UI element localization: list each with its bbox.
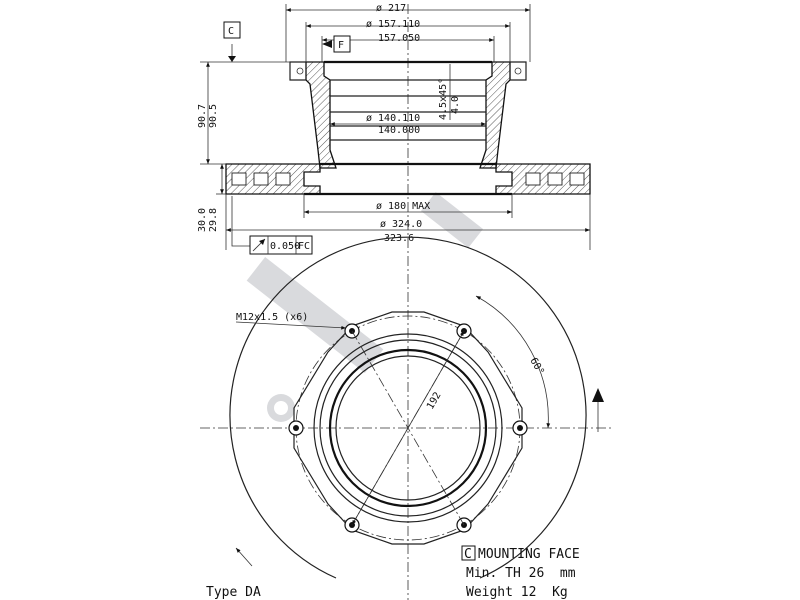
height-min: 90.5 <box>208 104 219 128</box>
dia-disc-max: ø 324.0 <box>380 219 422 230</box>
min-thickness: Min. TH 26 mm <box>466 566 576 581</box>
dia-disc-min: 323.6 <box>384 233 414 244</box>
height-max: 90.7 <box>197 104 208 128</box>
angle: 60° <box>527 356 546 377</box>
rotation-arrow <box>592 388 604 402</box>
notes: C MOUNTING FACE Min. TH 26 mm Weight 12 … <box>206 545 580 600</box>
chamfer: 4.5x45° <box>438 78 449 120</box>
chamfer-depth: 4.0 <box>450 96 461 114</box>
hat-wall-left <box>305 61 337 169</box>
thickness-min: 29.8 <box>208 208 219 232</box>
bolt-spec: M12x1.5 (x6) <box>236 312 308 323</box>
disc-left <box>225 163 321 195</box>
dia-bore-max: ø 140.110 <box>366 113 420 124</box>
mounting-face: MOUNTING FACE <box>478 547 580 562</box>
watermark <box>246 192 484 422</box>
datum-c: C <box>228 26 234 37</box>
dia-pilot-min: 157.050 <box>378 33 420 44</box>
datum-c-box <box>223 21 241 39</box>
dia-vent: ø 180 MAX <box>376 201 430 212</box>
disc-outline <box>229 236 587 579</box>
mounting-face-box: C <box>464 547 472 562</box>
dia-bore-min: 140.000 <box>378 125 420 136</box>
hat-wall-right <box>479 61 511 169</box>
weight: Weight 12 Kg <box>466 585 568 600</box>
thickness-max: 30.0 <box>197 208 208 232</box>
vent-channels <box>231 172 585 186</box>
runout-frame <box>249 235 313 255</box>
runout-ref: FC <box>298 241 310 252</box>
type-label: Type DA <box>206 585 261 600</box>
runout-value: 0.050 <box>270 241 300 252</box>
datum-f-box <box>333 35 351 53</box>
disc-right <box>495 163 591 195</box>
dia-hat-outer: ø 217 <box>376 3 406 14</box>
dia-pilot-max: ø 157.110 <box>366 19 420 30</box>
section-view: C F ø 217 ø 157.110 157.050 ø 140.110 14… <box>197 3 591 600</box>
datum-f: F <box>338 40 344 51</box>
